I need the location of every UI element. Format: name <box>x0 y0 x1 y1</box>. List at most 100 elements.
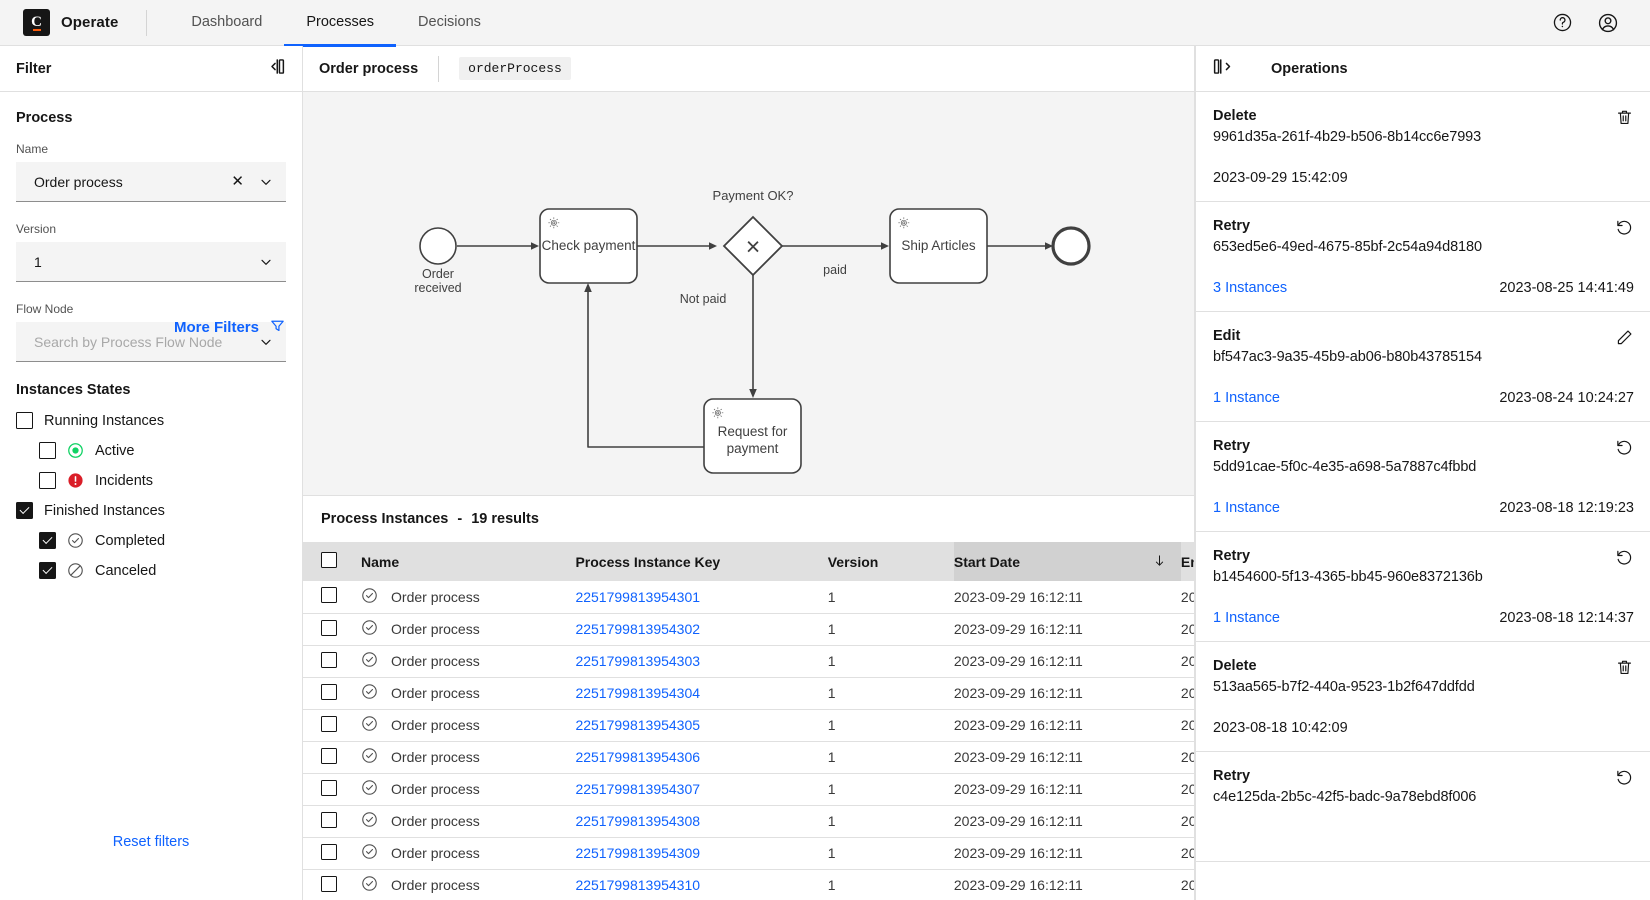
panel-collapse-left-icon[interactable] <box>265 56 286 82</box>
retry-icon[interactable] <box>1615 768 1634 792</box>
row-checkbox[interactable] <box>321 683 337 700</box>
checkbox-box[interactable] <box>39 562 56 579</box>
diagram-flow-label-not-paid: Not paid <box>679 292 727 306</box>
operation-instances-link[interactable]: 1 Instance <box>1213 500 1280 516</box>
operation-date: 2023-09-29 15:42:09 <box>1213 170 1348 186</box>
flownode-field-label: Flow Node <box>16 302 74 316</box>
checkbox-label: Running Instances <box>44 412 165 429</box>
operations-list[interactable]: Delete 9961d35a-261f-4b29-b506-8b14cc6e7… <box>1196 92 1650 900</box>
incident-icon <box>67 472 84 489</box>
retry-icon[interactable] <box>1615 438 1634 462</box>
operation-item[interactable]: Delete 9961d35a-261f-4b29-b506-8b14cc6e7… <box>1196 92 1650 202</box>
chevron-down-icon[interactable] <box>254 174 274 190</box>
process-name-select[interactable]: Order process ✕ <box>16 162 286 202</box>
clear-icon[interactable]: ✕ <box>231 173 244 190</box>
operation-instances-link[interactable]: 3 Instances <box>1213 280 1288 296</box>
operation-item[interactable]: Retry 5dd91cae-5f0c-4e35-a698-5a7887c4fb… <box>1196 422 1650 532</box>
help-icon[interactable] <box>1550 11 1574 35</box>
completed-icon <box>361 843 378 863</box>
process-instance-key-link[interactable]: 2251799813954310 <box>575 877 701 893</box>
divider <box>438 55 440 82</box>
process-instance-key-link[interactable]: 2251799813954305 <box>575 717 701 733</box>
row-checkbox[interactable] <box>321 587 337 604</box>
flownode-select[interactable]: Search by Process Flow Node <box>16 322 286 362</box>
page-title: Order process <box>319 60 419 77</box>
tab-processes[interactable]: Processes <box>284 0 397 47</box>
tab-decisions[interactable]: Decisions <box>418 13 481 30</box>
edit-icon[interactable] <box>1615 328 1634 352</box>
checkbox-box[interactable] <box>39 532 56 549</box>
column-header-version[interactable]: Version <box>827 542 954 581</box>
table-row[interactable]: Order process 2251799813954302 1 2023-09… <box>303 613 1408 646</box>
operation-item[interactable]: Delete 513aa565-b7f2-440a-9523-1b2f647dd… <box>1196 642 1650 752</box>
row-checkbox[interactable] <box>321 843 337 860</box>
column-header-start-date[interactable]: Start Date <box>953 542 1181 581</box>
checkbox-box[interactable] <box>39 472 56 489</box>
checkbox-active[interactable]: Active <box>16 442 286 459</box>
trash-icon[interactable] <box>1615 658 1634 682</box>
checkbox-completed[interactable]: Completed <box>16 532 286 549</box>
column-header-process-instance-key[interactable]: Process Instance Key <box>575 542 828 581</box>
process-instance-key-link[interactable]: 2251799813954302 <box>575 621 701 637</box>
row-checkbox[interactable] <box>321 875 337 892</box>
table-title: Process Instances <box>321 511 449 527</box>
checkbox-label: Incidents <box>95 472 154 489</box>
process-instance-key-link[interactable]: 2251799813954308 <box>575 813 701 829</box>
row-checkbox[interactable] <box>321 715 337 732</box>
row-checkbox[interactable] <box>321 651 337 668</box>
app-name: Operate <box>61 14 119 31</box>
checkbox-finished-instances[interactable]: Finished Instances <box>16 502 286 519</box>
row-checkbox[interactable] <box>321 619 337 636</box>
checkbox-box[interactable] <box>16 412 33 429</box>
operation-instances-link[interactable]: 1 Instance <box>1213 610 1280 626</box>
retry-icon[interactable] <box>1615 218 1634 242</box>
process-instance-key-link[interactable]: 2251799813954309 <box>575 845 701 861</box>
process-instance-key-link[interactable]: 2251799813954306 <box>575 749 701 765</box>
process-section-title: Process <box>16 110 73 126</box>
process-instance-key-link[interactable]: 2251799813954301 <box>575 588 701 605</box>
results-count: 19 results <box>471 511 539 527</box>
trash-icon[interactable] <box>1615 108 1634 132</box>
operation-id: 653ed5e6-49ed-4675-85bf-2c54a94d8180 <box>1213 239 1482 255</box>
row-checkbox[interactable] <box>321 779 337 796</box>
chevron-down-icon[interactable] <box>254 254 274 270</box>
panel-collapse-right-icon[interactable] <box>1212 56 1233 82</box>
brand[interactable]: C Operate <box>16 9 118 36</box>
checkbox-canceled[interactable]: Canceled <box>16 562 286 579</box>
process-instance-key-link[interactable]: 2251799813954307 <box>575 781 701 797</box>
completed-icon <box>361 651 378 671</box>
version-field-label: Version <box>16 222 57 236</box>
row-checkbox[interactable] <box>321 747 337 764</box>
reset-filters-button[interactable]: Reset filters <box>112 834 190 850</box>
operation-item[interactable]: Retry 653ed5e6-49ed-4675-85bf-2c54a94d81… <box>1196 202 1650 312</box>
diagram-task-check-payment[interactable]: Check payment <box>541 238 636 253</box>
operation-item[interactable]: Edit bf547ac3-9a35-45b9-ab06-b80b4378515… <box>1196 312 1650 422</box>
operation-item[interactable]: Retry c4e125da-2b5c-42f5-badc-9a78ebd8f0… <box>1196 752 1650 862</box>
checkbox-box[interactable] <box>39 442 56 459</box>
column-header-name[interactable]: Name <box>361 542 576 581</box>
chevron-down-icon[interactable] <box>254 334 274 350</box>
process-instance-key-link[interactable]: 2251799813954303 <box>575 653 701 669</box>
checkbox-incidents[interactable]: Incidents <box>16 472 286 489</box>
row-select-cell <box>303 805 362 838</box>
row-name: Order process <box>391 653 480 669</box>
row-version-cell: 1 <box>827 677 954 710</box>
row-start-date-cell: 2023-09-29 16:12:11 <box>953 837 1181 870</box>
operation-item[interactable]: Retry b1454600-5f13-4365-bb45-960e837213… <box>1196 532 1650 642</box>
more-filters-button[interactable]: More Filters <box>174 317 286 338</box>
operation-instances-link[interactable]: 1 Instance <box>1213 390 1280 406</box>
row-checkbox[interactable] <box>321 811 337 828</box>
diagram-task-ship-articles[interactable]: Ship Articles <box>901 238 976 253</box>
operation-date: 2023-08-18 12:14:37 <box>1499 610 1634 626</box>
tab-dashboard[interactable]: Dashboard <box>191 13 263 30</box>
select-all-checkbox[interactable] <box>321 552 337 568</box>
checkbox-box[interactable] <box>16 502 33 519</box>
diagram-task-request-for-payment[interactable]: Request for payment <box>717 424 788 456</box>
checkbox-running-instances[interactable]: Running Instances <box>16 412 286 429</box>
retry-icon[interactable] <box>1615 548 1634 572</box>
user-avatar-icon[interactable] <box>1596 11 1620 35</box>
process-version-select[interactable]: 1 <box>16 242 286 282</box>
operations-panel: Operations Delete 9961d35a-261f-4b29-b50… <box>1195 46 1650 900</box>
row-key-cell: 2251799813954305 <box>575 709 828 742</box>
process-instance-key-link[interactable]: 2251799813954304 <box>575 685 701 701</box>
